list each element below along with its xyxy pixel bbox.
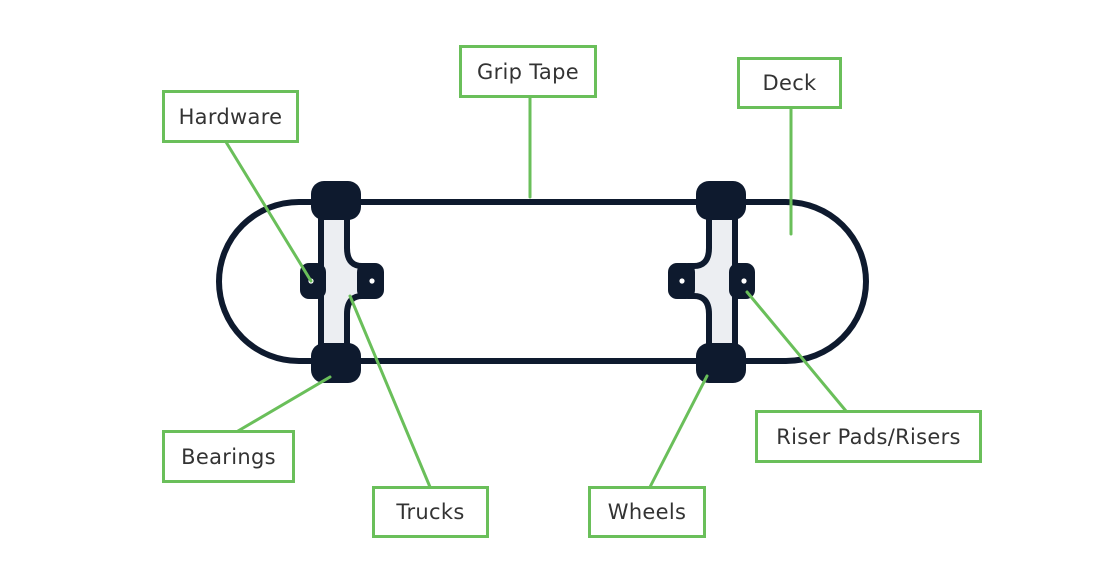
right-truck-assembly: [668, 181, 755, 383]
label-hardware: Hardware: [162, 90, 299, 143]
deck-outline: [216, 199, 869, 364]
label-riser-pads: Riser Pads/Risers: [755, 410, 982, 463]
label-wheels-text: Wheels: [607, 500, 687, 524]
label-deck-text: Deck: [762, 71, 817, 95]
label-bearings: Bearings: [162, 430, 295, 483]
leader-line-bearings: [236, 375, 332, 433]
right-truck-body: [685, 211, 738, 351]
right-top-wheel: [696, 181, 746, 220]
label-wheels: Wheels: [588, 486, 706, 538]
leader-line-riser-pads: [745, 290, 848, 413]
label-grip-tape: Grip Tape: [459, 45, 597, 98]
right-bottom-wheel: [696, 343, 746, 383]
right-bolt-inner: [679, 278, 685, 284]
left-bottom-wheel: [311, 343, 361, 383]
leader-line-wheels: [648, 374, 709, 489]
label-bearings-text: Bearings: [181, 444, 276, 469]
label-deck: Deck: [737, 57, 842, 109]
leader-line-trucks: [348, 294, 432, 489]
label-trucks: Trucks: [372, 486, 489, 538]
leader-line-hardware: [224, 140, 313, 283]
label-grip-tape-text: Grip Tape: [477, 59, 579, 84]
left-bolt-inner: [369, 278, 375, 284]
label-riser-pads-text: Riser Pads/Risers: [776, 424, 961, 449]
label-trucks-text: Trucks: [396, 500, 465, 524]
label-hardware-text: Hardware: [178, 104, 283, 129]
right-bolt-outer: [741, 278, 747, 284]
left-top-wheel: [311, 181, 361, 220]
